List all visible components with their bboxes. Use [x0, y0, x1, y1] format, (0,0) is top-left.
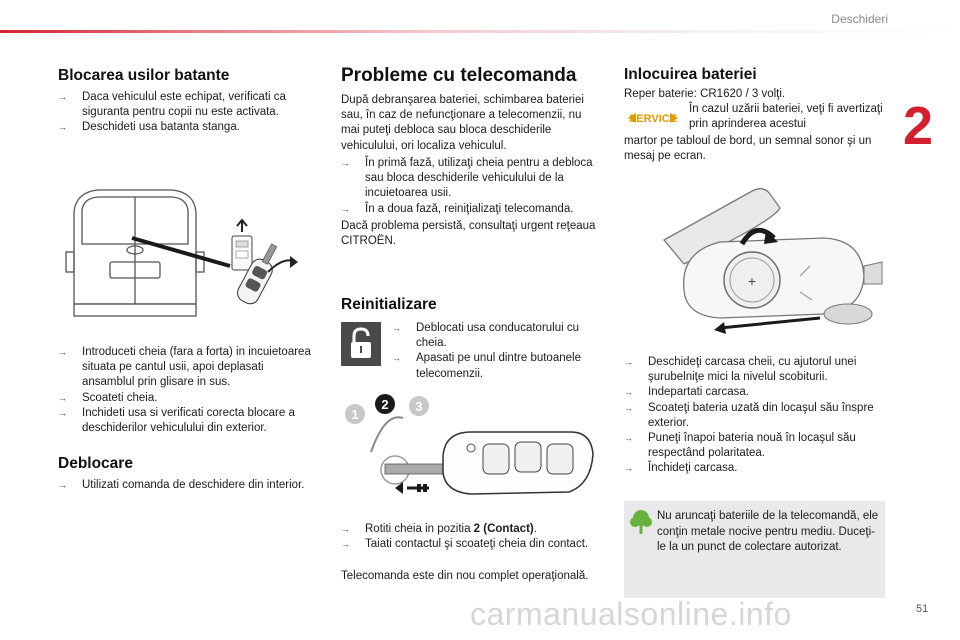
environment-note-box: Nu aruncaţi bateriile de la telecomandă,…: [624, 501, 885, 598]
list-item: Închideţi carcasa.: [624, 461, 886, 476]
list-item: Taiati contactul şi scoateţi cheia din c…: [341, 537, 599, 552]
probleme-bullets: În primă fază, utilizaţi cheia pentru a …: [341, 156, 599, 217]
section-heading-blocarea: Blocarea usilor batante: [58, 67, 230, 84]
list-item: În a doua fază, reiniţializaţi telecoman…: [341, 202, 599, 217]
list-item: Puneţi înapoi bateria nouă în locaşul să…: [624, 431, 886, 461]
watermark: carmanualsonline.info: [470, 596, 792, 632]
reinit-final-text: Telecomanda este din nou complet operaţi…: [341, 570, 589, 582]
list-item: Daca vehiculul este echipat, verificati …: [58, 90, 316, 120]
reinit-final-bullets: Rotiti cheia in pozitia 2 (Contact). Tai…: [341, 522, 599, 553]
list-item: Rotiti cheia in pozitia 2 (Contact).: [341, 522, 599, 537]
step-3-label: 3: [415, 399, 422, 414]
reinit-bullets: Deblocati usa conducatorului cu cheia. A…: [392, 321, 600, 382]
tree-icon: [630, 510, 652, 534]
section-heading-probleme: Probleme cu telecomanda: [341, 65, 577, 86]
list-item: Scoateţi bateria uzată din locaşul său î…: [624, 401, 886, 431]
van-rear-door-illustration: [65, 189, 298, 317]
service-label: SERVICE: [629, 113, 677, 125]
header-accent-bar: [0, 30, 960, 33]
list-item: Deschideti usa batanta stanga.: [58, 120, 316, 135]
page-number: 51: [916, 603, 929, 615]
deblocare-bullets: Utilizati comanda de deschidere din inte…: [58, 478, 316, 493]
battery-reference: Reper baterie: CR1620 / 3 volţi.: [624, 88, 786, 100]
list-item: În primă fază, utilizaţi cheia pentru a …: [341, 156, 599, 202]
warning-text-lead: În cazul uzării bateriei, veţi fi averti…: [689, 103, 883, 131]
section-heading-inlocuirea: Inlocuirea bateriei: [624, 66, 757, 83]
list-item: Apasati pe unul dintre butoanele telecom…: [392, 351, 600, 381]
list-item: Deschideţi carcasa cheii, cu ajutorul un…: [624, 355, 886, 385]
probleme-outro: Dacă problema persistă, consultaţi urgen…: [341, 220, 596, 248]
environment-note-text: Nu aruncaţi bateriile de la telecomandă,…: [657, 510, 879, 553]
list-item: Inchideti usa si verificati corecta bloc…: [58, 406, 316, 436]
key-battery-illustration: +: [662, 188, 883, 334]
list-item: Scoateti cheia.: [58, 391, 316, 406]
probleme-intro: După debranşarea bateriei, schimbarea ba…: [341, 94, 584, 152]
blocarea-instructions: Introduceti cheia (fara a forta) in incu…: [58, 345, 316, 436]
unlock-icon: [341, 322, 381, 366]
list-item: Introduceti cheia (fara a forta) in incu…: [58, 345, 316, 391]
battery-steps: Deschideţi carcasa cheii, cu ajutorul un…: [624, 355, 886, 477]
chapter-number: 2: [903, 96, 934, 156]
step-2-label: 2: [381, 397, 388, 412]
list-item: Indepartati carcasa.: [624, 385, 886, 400]
step-1-label: 1: [351, 407, 358, 422]
battery-polarity-symbol: +: [748, 273, 756, 289]
warning-text-rest: martor pe tabloul de bord, un semnal son…: [624, 135, 872, 163]
key-ignition-illustration: 1 2 3: [345, 394, 594, 495]
section-heading-deblocare: Deblocare: [58, 455, 133, 472]
section-heading-reinitializare: Reinitializare: [341, 296, 437, 313]
list-item: Deblocati usa conducatorului cu cheia.: [392, 321, 600, 351]
blocarea-bullets: Daca vehiculul este echipat, verificati …: [58, 90, 316, 136]
service-warning-icon: SERVICE: [624, 104, 682, 132]
list-item: Utilizati comanda de deschidere din inte…: [58, 478, 316, 493]
section-title: Deschideri: [831, 12, 888, 26]
